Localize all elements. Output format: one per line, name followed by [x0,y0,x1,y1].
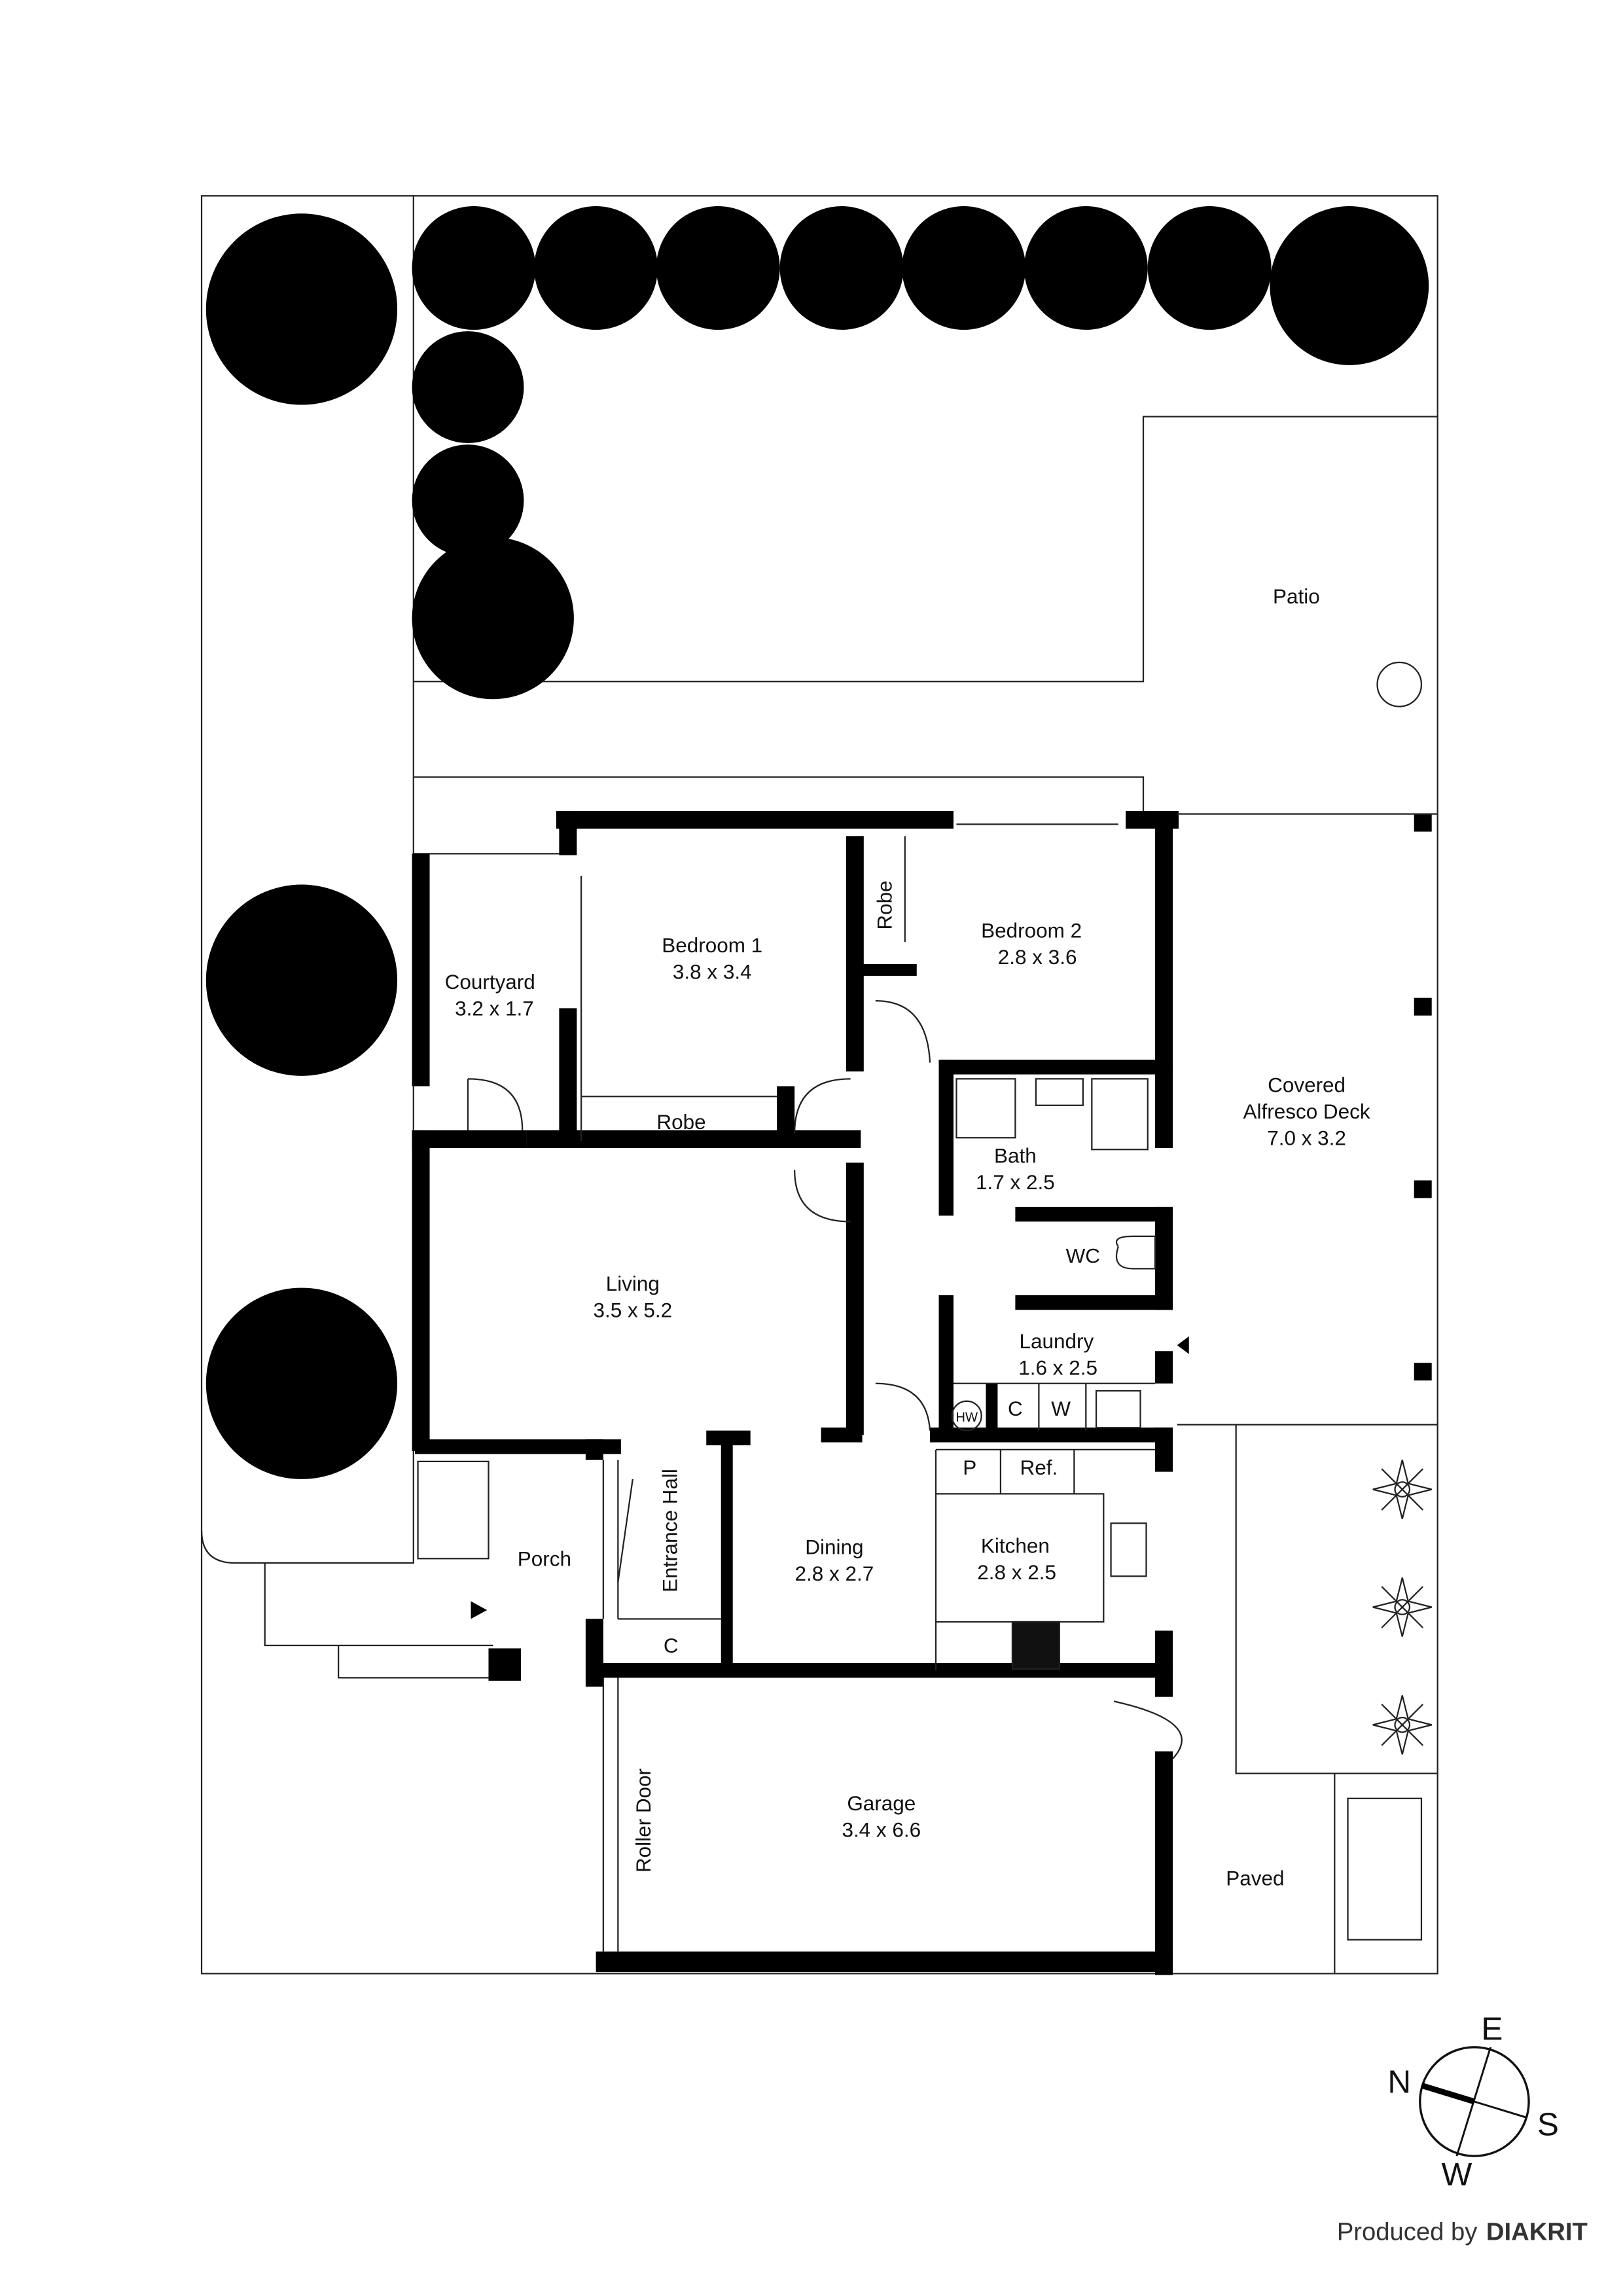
room-size-dining: 2.8 x 2.7 [794,1562,874,1585]
tree-icon [205,213,398,405]
room-label-courtyard: Courtyard [445,971,535,994]
tree-icon [779,206,904,330]
label-fridge: Ref. [1020,1456,1058,1479]
label-roller-door: Roller Door [632,1768,655,1873]
tree-icon [902,206,1026,330]
tree-icon [534,206,658,330]
room-size-bath: 1.7 x 2.5 [976,1171,1055,1194]
room-size-laundry: 1.6 x 2.5 [1018,1356,1097,1379]
tree-icon [205,884,398,1076]
label-pantry: P [963,1456,976,1479]
room-size-bedroom1: 3.8 x 3.4 [673,960,752,983]
room-label-bedroom1: Bedroom 1 [662,934,762,957]
credit: Produced by DIAKRIT [1337,2217,1588,2246]
room-size-courtyard: 3.2 x 1.7 [455,997,534,1020]
entry-arrow-icon [1177,1336,1189,1354]
room-size-kitchen: 2.8 x 2.5 [977,1561,1056,1584]
room-label-patio: Patio [1273,585,1320,608]
room-size-alfresco: 7.0 x 3.2 [1267,1127,1346,1150]
tree-icon [412,331,524,444]
compass-n: N [1387,2064,1411,2100]
fixtures [467,813,1438,1952]
room-size-garage: 3.4 x 6.6 [842,1818,921,1841]
plant-icon [1372,1577,1432,1637]
tree-icon [1024,206,1148,330]
tree-icon [1270,206,1429,365]
label-laundry-w: W [1051,1397,1071,1420]
room-label-alfresco-1: Covered [1268,1074,1346,1097]
room-label-kitchen: Kitchen [981,1534,1050,1557]
room-label-bath: Bath [994,1144,1037,1167]
room-label-entrance-hall: Entrance Hall [658,1469,681,1592]
label-laundry-c: C [1008,1397,1023,1420]
room-label-dining: Dining [805,1536,863,1559]
credit-prefix: Produced by [1337,2217,1478,2246]
room-label-robe-bedroom1: Robe [656,1111,705,1134]
plants [1372,1460,1432,1755]
room-label-paved: Paved [1226,1867,1284,1890]
tree-icon [1147,206,1272,330]
label-hot-water: HW [955,1410,978,1425]
site-boundary [200,195,1438,1975]
room-label-living: Living [606,1272,660,1295]
plant-icon [1372,1695,1432,1755]
room-label-porch: Porch [518,1548,571,1571]
tree-icon [412,206,536,330]
room-label-laundry: Laundry [1019,1330,1094,1353]
room-label-garage: Garage [847,1792,916,1815]
room-label-wc: WC [1066,1244,1100,1267]
entry-arrow-icon [471,1601,488,1619]
tree-icon [412,537,574,700]
room-label-robe-bedroom2: Robe [874,880,897,929]
room-label-alfresco-2: Alfresco Deck [1243,1100,1370,1123]
trees [205,206,1429,1479]
room-size-living: 3.5 x 5.2 [593,1299,672,1322]
label-hall-c: C [664,1634,679,1657]
compass-w: W [1442,2157,1472,2193]
north-needle-icon [1420,2082,1476,2105]
room-size-bedroom2: 2.8 x 3.6 [998,946,1077,969]
tree-icon [656,206,780,330]
plant-icon [1372,1460,1432,1519]
walls [412,811,1432,1975]
compass: E N S W [1387,2011,1558,2193]
compass-s: S [1537,2107,1559,2143]
room-label-bedroom2: Bedroom 2 [981,919,1082,942]
room-labels: Patio Bedroom 1 3.8 x 3.4 Bedroom 2 2.8 … [445,585,1370,1890]
compass-e: E [1481,2011,1503,2047]
credit-brand-logo: DIAKRIT [1486,2217,1588,2246]
tree-icon [205,1287,398,1479]
